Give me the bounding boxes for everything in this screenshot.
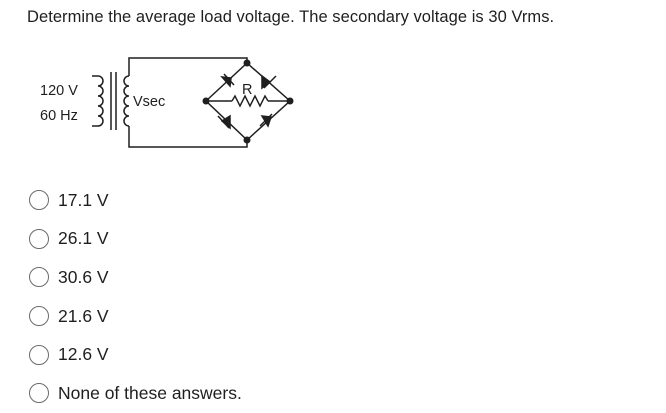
transformer-icon bbox=[92, 72, 130, 130]
answer-option[interactable]: None of these answers. bbox=[29, 374, 242, 413]
answer-options: 17.1 V 26.1 V 30.6 V 21.6 V 12.6 V None … bbox=[29, 181, 242, 413]
answer-option-label: 21.6 V bbox=[58, 305, 109, 326]
answer-option-label: 26.1 V bbox=[58, 228, 109, 249]
answer-option[interactable]: 17.1 V bbox=[29, 181, 242, 220]
answer-option[interactable]: 26.1 V bbox=[29, 220, 242, 259]
diode-icon bbox=[261, 74, 277, 90]
resistor-label: R bbox=[242, 82, 252, 98]
radio-button[interactable] bbox=[29, 306, 49, 327]
answer-option-label: 12.6 V bbox=[58, 344, 109, 365]
bridge-rectifier-diagram: 120 V 60 Hz Vsec R bbox=[40, 57, 294, 148]
radio-button[interactable] bbox=[29, 344, 49, 365]
secondary-voltage-label: Vsec bbox=[133, 94, 165, 110]
diode-icon bbox=[217, 114, 231, 130]
answer-option[interactable]: 30.6 V bbox=[29, 258, 242, 297]
radio-button[interactable] bbox=[29, 190, 49, 211]
answer-option-label: None of these answers. bbox=[58, 382, 242, 403]
diode-icon bbox=[259, 113, 273, 128]
answer-option[interactable]: 12.6 V bbox=[29, 335, 242, 374]
primary-voltage-label: 120 V bbox=[40, 83, 78, 99]
radio-button[interactable] bbox=[29, 383, 49, 404]
answer-option[interactable]: 21.6 V bbox=[29, 297, 242, 336]
answer-option-label: 30.6 V bbox=[58, 266, 109, 287]
radio-button[interactable] bbox=[29, 228, 49, 249]
answer-option-label: 17.1 V bbox=[58, 189, 109, 210]
diode-icon bbox=[220, 73, 235, 88]
radio-button[interactable] bbox=[29, 267, 49, 288]
circuit-nodes bbox=[202, 59, 294, 144]
resistor-icon bbox=[231, 94, 269, 108]
question-text: Determine the average load voltage. The … bbox=[27, 8, 555, 26]
primary-frequency-label: 60 Hz bbox=[40, 108, 78, 124]
